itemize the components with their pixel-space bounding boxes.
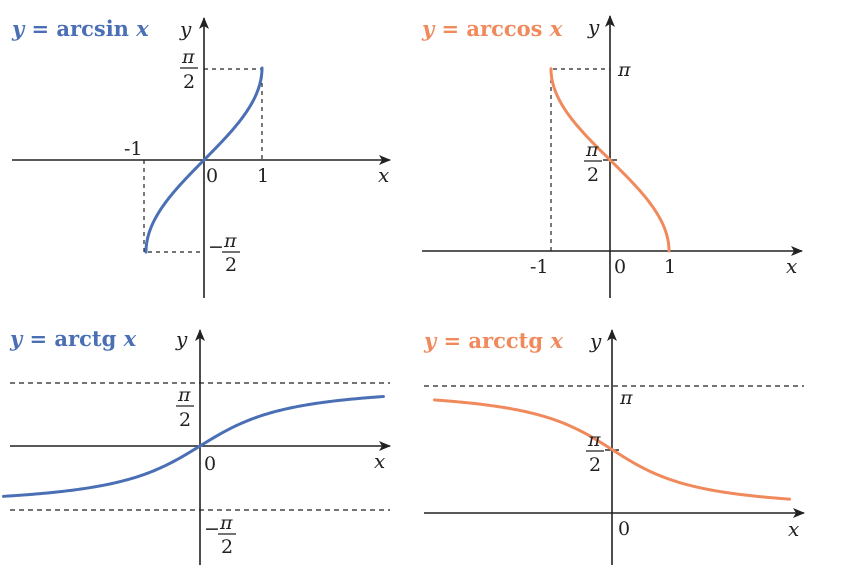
title-arctg: y = arctg x bbox=[9, 326, 137, 351]
title-arctg-y: y bbox=[9, 326, 24, 351]
title-arcsin: y = arcsin x bbox=[11, 16, 149, 41]
y-axis-label: y bbox=[175, 327, 188, 351]
title-arctg-fn: = arctg bbox=[22, 326, 123, 351]
x-axis-label: x bbox=[374, 449, 385, 473]
x-tick-label: -1 bbox=[124, 138, 143, 160]
y-axis-label: y bbox=[587, 15, 600, 39]
svg-text:−: − bbox=[204, 518, 220, 540]
title-arcctg-y: y bbox=[423, 328, 438, 353]
x-tick-label: 0 bbox=[618, 518, 630, 540]
panel-arcsin: y = arcsin x x y -1 0 1 π 2 − π 2 bbox=[11, 16, 391, 298]
x-tick-label: 0 bbox=[206, 165, 218, 187]
arccos-curve bbox=[549, 67, 671, 253]
panel-arctg: y = arctg x x y 0 π 2 − π 2 bbox=[2, 326, 391, 565]
svg-text:π: π bbox=[181, 46, 195, 68]
svg-text:2: 2 bbox=[589, 454, 601, 476]
guide-upper bbox=[204, 68, 263, 160]
svg-text:π: π bbox=[219, 512, 233, 534]
title-arcctg-fn: = arcctg bbox=[436, 328, 550, 353]
title-arcsin-y: y bbox=[11, 16, 26, 41]
svg-text:2: 2 bbox=[587, 164, 599, 186]
svg-text:−: − bbox=[208, 236, 224, 258]
y-tick-label-pi: π bbox=[619, 387, 633, 409]
x-tick-label: 0 bbox=[614, 256, 626, 278]
title-arccos-x: x bbox=[549, 16, 563, 41]
svg-text:2: 2 bbox=[225, 254, 237, 276]
title-arcctg-x: x bbox=[549, 328, 563, 353]
title-arcsin-fn: = arcsin bbox=[24, 16, 136, 41]
guide-max bbox=[550, 68, 610, 251]
title-arccos-y: y bbox=[421, 16, 436, 41]
y-tick-label-pi-half: π 2 bbox=[586, 429, 604, 476]
svg-text:2: 2 bbox=[183, 71, 195, 93]
y-tick-label-pi: π bbox=[617, 59, 631, 81]
panel-arccos: y = arccos x x y -1 0 1 π π 2 bbox=[421, 15, 803, 298]
x-tick-label: 1 bbox=[257, 165, 269, 187]
x-axis-label: x bbox=[378, 163, 389, 187]
y-axis-label: y bbox=[179, 17, 192, 41]
guide-lower bbox=[143, 160, 204, 253]
x-axis-label: x bbox=[786, 254, 797, 278]
y-tick-label-pi-half: π 2 bbox=[180, 46, 198, 93]
svg-text:2: 2 bbox=[221, 536, 233, 558]
y-tick-label-neg-pi-half: − π 2 bbox=[204, 512, 236, 558]
panel-arcctg: y = arcctg x x y 0 π π 2 bbox=[423, 328, 805, 565]
svg-text:π: π bbox=[223, 230, 237, 252]
svg-text:π: π bbox=[587, 429, 601, 451]
x-tick-label: 0 bbox=[204, 453, 216, 475]
title-arccos: y = arccos x bbox=[421, 16, 563, 41]
y-tick-label-pi-half: π 2 bbox=[176, 384, 194, 431]
svg-text:2: 2 bbox=[179, 409, 191, 431]
svg-text:π: π bbox=[585, 139, 599, 161]
arcctg-curve bbox=[432, 398, 792, 501]
x-tick-label: 1 bbox=[664, 256, 676, 278]
y-tick-label-pi-half: π 2 bbox=[584, 139, 602, 186]
y-axis-label: y bbox=[589, 329, 602, 353]
arcsin-curve bbox=[144, 66, 264, 254]
title-arcctg: y = arcctg x bbox=[423, 328, 563, 353]
y-tick-label-neg-pi-half: − π 2 bbox=[208, 230, 240, 276]
title-arctg-x: x bbox=[123, 326, 137, 351]
x-tick-label: -1 bbox=[530, 256, 549, 278]
title-arccos-fn: = arccos bbox=[434, 16, 550, 41]
arctg-curve bbox=[2, 395, 385, 498]
title-arcsin-x: x bbox=[135, 16, 149, 41]
x-axis-label: x bbox=[788, 517, 799, 541]
svg-text:π: π bbox=[177, 384, 191, 406]
